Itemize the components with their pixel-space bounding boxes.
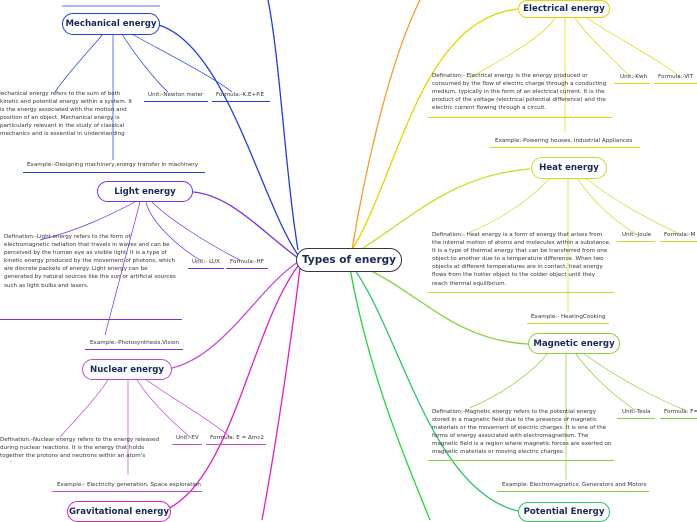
nuclear-example: Example:- Electricity generation, Space … (57, 482, 201, 488)
light-example: Example:-Photosynthesis,Vision (90, 340, 179, 346)
light-formula: Formula:-HF (230, 259, 264, 265)
heat-formula: Formula:-M (664, 232, 696, 238)
topic-nuclear-energy[interactable]: Nuclear energy (82, 359, 172, 380)
topic-heat-energy-label: Heat energy (539, 163, 599, 173)
topic-light-energy-label: Light energy (114, 186, 176, 197)
light-unit: Unit:- LUX (192, 259, 220, 265)
electrical-formula: Formula:-VIT (658, 74, 694, 80)
connector-bottom-magenta (261, 267, 301, 520)
central-topic-label: Types of energy (302, 254, 396, 266)
topic-magnetic-energy[interactable]: Magnetic energy (528, 333, 620, 354)
topic-electrical-energy-label: Electrical energy (523, 4, 605, 14)
connector-mechanical (154, 23, 299, 256)
connector-gravitational (159, 265, 299, 513)
topic-gravitational-energy-label: Gravitational energy (68, 506, 170, 517)
connector-potential (351, 265, 519, 512)
topic-magnetic-energy-label: Magnetic energy (533, 338, 615, 349)
connector-top-blue (267, 0, 299, 251)
nuclear-formula: Formula: E = Δmc2 (210, 435, 264, 441)
electrical-unit: Unit:-Kwh (620, 74, 648, 80)
topic-electrical-energy[interactable]: Electrical energy (518, 0, 610, 18)
topic-potential-energy[interactable]: Potential Energy (518, 502, 610, 522)
topic-potential-energy-label: Potential Energy (523, 507, 605, 517)
topic-light-energy[interactable]: Light energy (97, 181, 193, 202)
central-topic[interactable]: Types of energy (296, 248, 402, 272)
connector-bottom-green (349, 267, 431, 520)
mechanical-formula: Formula:-K.E+P.E (216, 92, 265, 98)
connector-nuclear (159, 261, 299, 371)
nuclear-definition: Defination:-Nuclear energy refers to the… (0, 437, 160, 462)
electrical-definition: Defination:- Electrical energy is the en… (432, 73, 607, 112)
magnetic-definition: Defination:-Magnetic energy refers to th… (432, 409, 612, 456)
connector-light (192, 191, 299, 259)
topic-nuclear-energy-label: Nuclear energy (90, 364, 164, 375)
magnetic-unit: Unit:-Tesla (622, 409, 651, 415)
light-definition: Defination:-Light energy refers to the f… (4, 234, 176, 289)
topic-gravitational-energy[interactable]: Gravitational energy (67, 501, 171, 522)
connector-magnetic (351, 261, 529, 345)
topic-heat-energy[interactable]: Heat energy (531, 157, 607, 179)
connector-top-orange (351, 0, 421, 251)
heat-definition: Defination:- Heat energy is a form of en… (432, 232, 611, 287)
heat-example: Example:- HeatingCooking (531, 314, 606, 320)
connector-heat (351, 168, 531, 256)
mechanical-unit: Unit:-Newton meter (148, 92, 204, 98)
topic-mechanical-energy-label: Mechanical energy (65, 19, 157, 29)
topic-mechanical-energy[interactable]: Mechanical energy (62, 13, 160, 35)
nuclear-unit: Unit:-EV (176, 435, 199, 441)
magnetic-formula: Formula: F=q (664, 409, 697, 415)
magnetic-example: Example: Electromagnetics, Generators an… (502, 482, 647, 488)
mechanical-definition: Mechanical energy refers to the sum of b… (0, 91, 133, 140)
electrical-example: Example:-Powering houses, Industrial App… (495, 138, 633, 144)
heat-unit: Unit:-Joule (622, 232, 652, 238)
connector-electrical (351, 8, 519, 251)
mechanical-example: Example:-Designing machinery,energy tran… (27, 162, 199, 168)
